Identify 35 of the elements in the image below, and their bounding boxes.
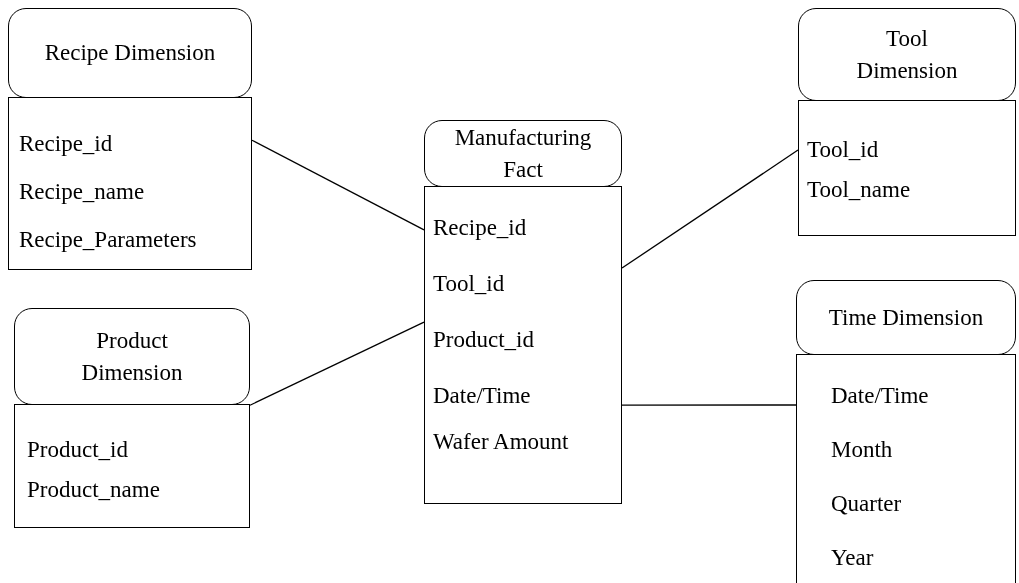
field-name: Product_id xyxy=(433,326,534,354)
table-title: Product Dimension xyxy=(80,326,184,387)
table-title: Tool Dimension xyxy=(855,24,959,85)
field-name: Tool_id xyxy=(433,270,505,298)
field-name: Product_name xyxy=(27,476,160,504)
field-name: Recipe_name xyxy=(19,178,145,206)
field-name: Wafer Amount xyxy=(433,428,569,456)
table-header xyxy=(8,8,252,98)
connector-line xyxy=(249,321,425,406)
field-name: Date/Time xyxy=(831,382,929,410)
connector-line xyxy=(621,149,799,269)
field-name: Product_id xyxy=(27,436,128,464)
table-title: Manufacturing Fact xyxy=(453,123,593,184)
connector-line xyxy=(251,139,425,231)
field-name: Recipe_id xyxy=(433,214,527,242)
table-header xyxy=(14,308,250,405)
field-name: Recipe_Parameters xyxy=(19,226,197,254)
field-name: Month xyxy=(831,436,893,464)
table-title: Time Dimension xyxy=(828,303,984,332)
field-name: Tool_name xyxy=(807,176,911,204)
field-name: Recipe_id xyxy=(19,130,113,158)
table-header xyxy=(424,120,622,187)
table-body xyxy=(8,97,252,270)
field-name: Date/Time xyxy=(433,382,531,410)
table-header xyxy=(796,280,1016,355)
connector-line xyxy=(621,404,797,406)
field-name: Year xyxy=(831,544,874,572)
table-body xyxy=(424,186,622,504)
table-body xyxy=(14,404,250,528)
table-body xyxy=(796,354,1016,583)
field-name: Tool_id xyxy=(807,136,879,164)
field-name: Quarter xyxy=(831,490,902,518)
table-title: Recipe Dimension xyxy=(44,39,216,67)
table-body xyxy=(798,100,1016,236)
table-header xyxy=(798,8,1016,101)
